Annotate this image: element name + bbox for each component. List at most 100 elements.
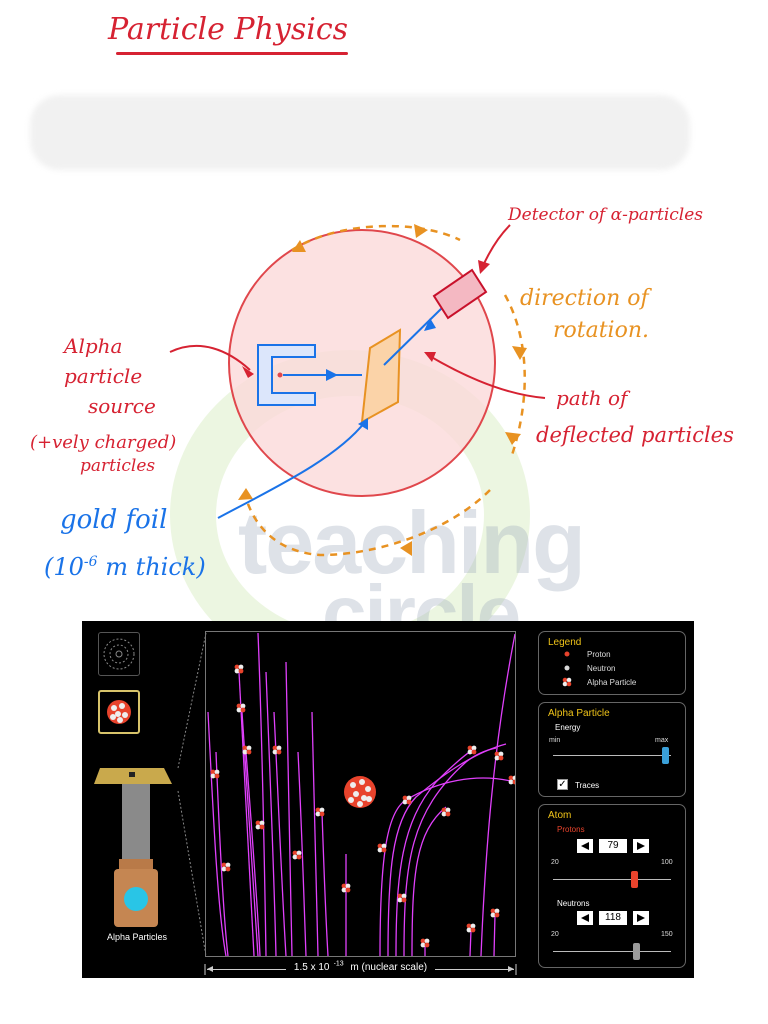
trace: [285, 661, 293, 957]
protons-min-label: 20: [551, 859, 559, 866]
rutherford-simulation: Alpha Particles: [82, 621, 694, 978]
alpha-particle-panel: Alpha Particle Energy min max ✓ Traces: [538, 702, 686, 797]
foil-arrow: [217, 421, 366, 519]
alpha-particle-gun[interactable]: [82, 621, 212, 961]
neutrons-slider-knob[interactable]: [633, 943, 640, 960]
deflected-path: [383, 304, 446, 366]
charge-label: particles: [80, 456, 156, 476]
triangle-left-icon: [581, 914, 589, 922]
trace: [297, 751, 307, 957]
arrow-head: [478, 260, 490, 274]
triangle-right-icon: [637, 914, 645, 922]
arrow-head: [424, 318, 436, 331]
arrow-head: [512, 346, 527, 360]
trace: [207, 711, 227, 957]
neutrons-increment-button[interactable]: [633, 911, 649, 925]
energy-label: Energy: [555, 723, 581, 732]
protons-decrement-button[interactable]: [577, 839, 593, 853]
scale-arrows: [204, 964, 517, 975]
rotation-label: rotation.: [553, 318, 650, 343]
neutrons-max-label: 150: [661, 931, 673, 938]
detector: [432, 268, 488, 320]
protons-max-label: 100: [661, 859, 673, 866]
trace: [245, 751, 261, 957]
title-underline: [116, 52, 348, 55]
neutrons-label: Neutrons: [557, 899, 590, 908]
source-label: source: [88, 394, 156, 418]
atom-panel: Atom Protons 79 20 100 Neutrons 118 20 1…: [538, 804, 686, 968]
legend-icons: [562, 651, 572, 687]
arrow-head: [292, 240, 306, 252]
nucleus-icon: [107, 700, 131, 724]
source-label: particle: [64, 364, 143, 388]
source-label: Alpha: [64, 334, 123, 358]
foil-thickness-label: (10-6 m thick): [44, 553, 206, 581]
atom-view-icon: [103, 638, 135, 670]
projection-line: [177, 790, 207, 957]
alpha-panel-title: Alpha Particle: [548, 708, 610, 719]
foil-label: gold foil: [60, 505, 168, 535]
gun-button: [124, 887, 148, 911]
trace: [215, 751, 229, 957]
alpha-source: [257, 344, 316, 406]
trace: [273, 711, 287, 957]
rutherford-diagram: [169, 224, 546, 557]
legend-panel: Legend Proton Neutron Alpha Particle: [538, 631, 686, 695]
proton-icon: [564, 651, 570, 657]
arrow-head: [238, 488, 253, 500]
simulation-view: [205, 631, 518, 957]
source-arrow: [169, 344, 251, 371]
gun-barrel: [122, 784, 150, 859]
arrow-head: [326, 369, 338, 381]
trace: [480, 633, 516, 957]
trace: [387, 743, 507, 957]
atom-view-button[interactable]: [98, 632, 140, 676]
energy-max-label: max: [655, 737, 669, 744]
legend-alpha: Alpha Particle: [587, 678, 637, 687]
trace: [493, 913, 496, 957]
triangle-right-icon: [637, 842, 645, 850]
neutrons-slider-track[interactable]: [553, 951, 671, 952]
protons-slider-knob[interactable]: [631, 871, 638, 888]
alpha-particle-icon: [562, 677, 572, 687]
neutrons-min-label: 20: [551, 931, 559, 938]
neutrons-value[interactable]: 118: [599, 911, 627, 925]
neutrons-decrement-button[interactable]: [577, 911, 593, 925]
neutron-icon: [564, 665, 570, 671]
atom-panel-title: Atom: [548, 810, 572, 821]
protons-slider-track[interactable]: [553, 879, 671, 880]
arrow-head: [414, 224, 428, 238]
arrow-head: [505, 432, 521, 445]
trace: [379, 799, 407, 957]
trace: [265, 671, 277, 957]
triangle-left-icon: [581, 842, 589, 850]
energy-slider-track[interactable]: [553, 755, 671, 756]
arrow-head: [424, 352, 436, 362]
legend-title: Legend: [548, 637, 582, 648]
scale-label: 1.5 x 10-13 m (nuclear scale): [205, 961, 516, 974]
legend-proton: Proton: [587, 650, 611, 659]
gold-foil: [360, 328, 402, 424]
legend-neutron: Neutron: [587, 664, 616, 673]
energy-slider-knob[interactable]: [661, 747, 669, 764]
trace: [405, 777, 516, 801]
arrow-head: [242, 366, 254, 378]
detector-label: Detector of α-particles: [508, 205, 704, 225]
trace-canvas: [207, 632, 518, 957]
trace: [395, 747, 477, 957]
gold-nucleus: [344, 776, 376, 808]
gun-base: [119, 859, 153, 869]
trace: [238, 671, 255, 957]
nucleus-view-button[interactable]: [98, 690, 140, 734]
protons-value[interactable]: 79: [599, 839, 627, 853]
protons-increment-button[interactable]: [633, 839, 649, 853]
arrow-head: [358, 418, 368, 430]
trace: [321, 811, 329, 957]
alpha-particles: [210, 664, 518, 948]
protons-label: Protons: [557, 825, 585, 834]
traces-checkbox[interactable]: ✓: [557, 779, 568, 790]
path-arrow: [427, 354, 546, 399]
traces-label: Traces: [575, 781, 600, 790]
trace: [311, 711, 319, 957]
trace: [257, 632, 267, 957]
